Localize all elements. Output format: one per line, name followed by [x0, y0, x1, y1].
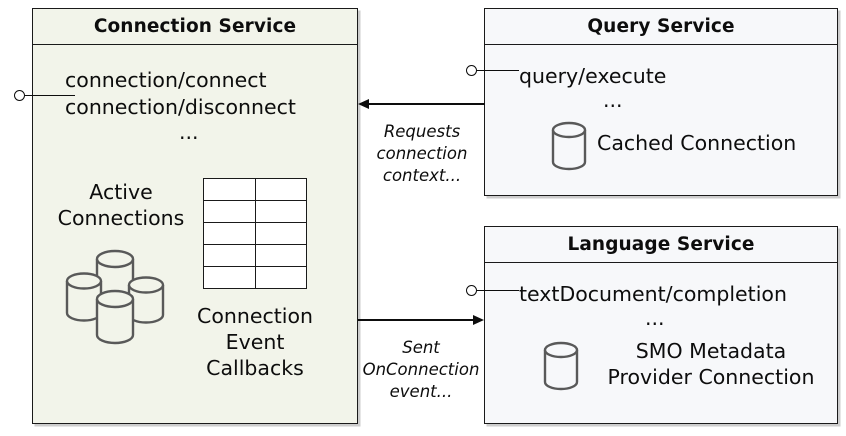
table-row: [203, 222, 307, 245]
table-cell: [203, 200, 256, 223]
connection-service-operation-connect[interactable]: connection/connect: [65, 68, 267, 92]
component-query-service[interactable]: Query Service query/execute ... Cached C…: [484, 8, 838, 196]
connection-event-callbacks-label-line2: Event: [225, 330, 285, 354]
table-cell: [254, 200, 307, 223]
component-connection-service[interactable]: Connection Service connection/connect co…: [32, 8, 358, 424]
connection-service-title: Connection Service: [33, 9, 357, 45]
smo-metadata-provider-label-line1: SMO Metadata: [635, 339, 787, 363]
edge-connection-to-language-label-line3: event...: [389, 382, 453, 401]
lollipop-circle-icon: [466, 65, 477, 76]
connection-service-operation-disconnect[interactable]: connection/disconnect: [65, 95, 296, 119]
table-cell: [254, 178, 307, 201]
edge-connection-to-language-arrowhead-icon: [473, 314, 484, 325]
edge-connection-to-language-label-line2: OnConnection: [362, 360, 480, 379]
connection-event-callbacks-label-line3: Callbacks: [206, 356, 304, 380]
edge-connection-to-language-line: [358, 319, 474, 321]
table-row: [203, 266, 307, 289]
query-service-operations-ellipsis: ...: [603, 88, 623, 112]
edge-connection-to-language-label-line1: Sent: [402, 338, 440, 357]
query-service-title: Query Service: [485, 9, 837, 45]
active-connections-cylinder-cluster-icon: [65, 249, 165, 345]
active-connections-label-line2: Connections: [57, 206, 185, 230]
edge-query-to-connection-line: [369, 103, 485, 105]
connection-event-callbacks-label-line1: Connection: [197, 304, 313, 328]
language-service-operations-ellipsis: ...: [645, 306, 665, 330]
lollipop-stem: [477, 289, 519, 292]
smo-metadata-provider-label-line2: Provider Connection: [607, 365, 815, 389]
lollipop-circle-icon: [466, 285, 477, 296]
connection-service-operations-ellipsis: ...: [179, 120, 199, 144]
edge-query-to-connection-label-line3: context...: [382, 166, 462, 185]
table-cell: [203, 266, 256, 289]
active-connections-label-line1: Active: [89, 180, 153, 204]
table-cell: [254, 222, 307, 245]
smo-metadata-provider-database-cylinder-icon: [543, 341, 579, 391]
cached-connection-label: Cached Connection: [597, 131, 797, 155]
component-language-service[interactable]: Language Service textDocument/completion…: [484, 226, 838, 424]
table-cell: [254, 244, 307, 267]
edge-query-to-connection-arrowhead-icon: [358, 98, 369, 109]
lollipop-circle-icon: [14, 90, 25, 101]
cached-connection-database-cylinder-icon: [551, 121, 587, 171]
table-cell: [203, 222, 256, 245]
query-service-operation-execute[interactable]: query/execute: [519, 64, 667, 88]
table-row: [203, 178, 307, 201]
edge-query-to-connection-label-line1: Requests: [383, 122, 461, 141]
table-cell: [203, 244, 256, 267]
edge-query-to-connection-label-line2: connection: [376, 144, 468, 163]
table-cell: [254, 266, 307, 289]
language-service-operation-completion[interactable]: textDocument/completion: [519, 282, 787, 306]
lollipop-stem: [477, 69, 519, 72]
table-row: [203, 244, 307, 267]
table-row: [203, 200, 307, 223]
language-service-title: Language Service: [485, 227, 837, 263]
table-cell: [203, 178, 256, 201]
lollipop-stem: [25, 94, 75, 97]
connection-event-callbacks-table[interactable]: [203, 178, 307, 289]
